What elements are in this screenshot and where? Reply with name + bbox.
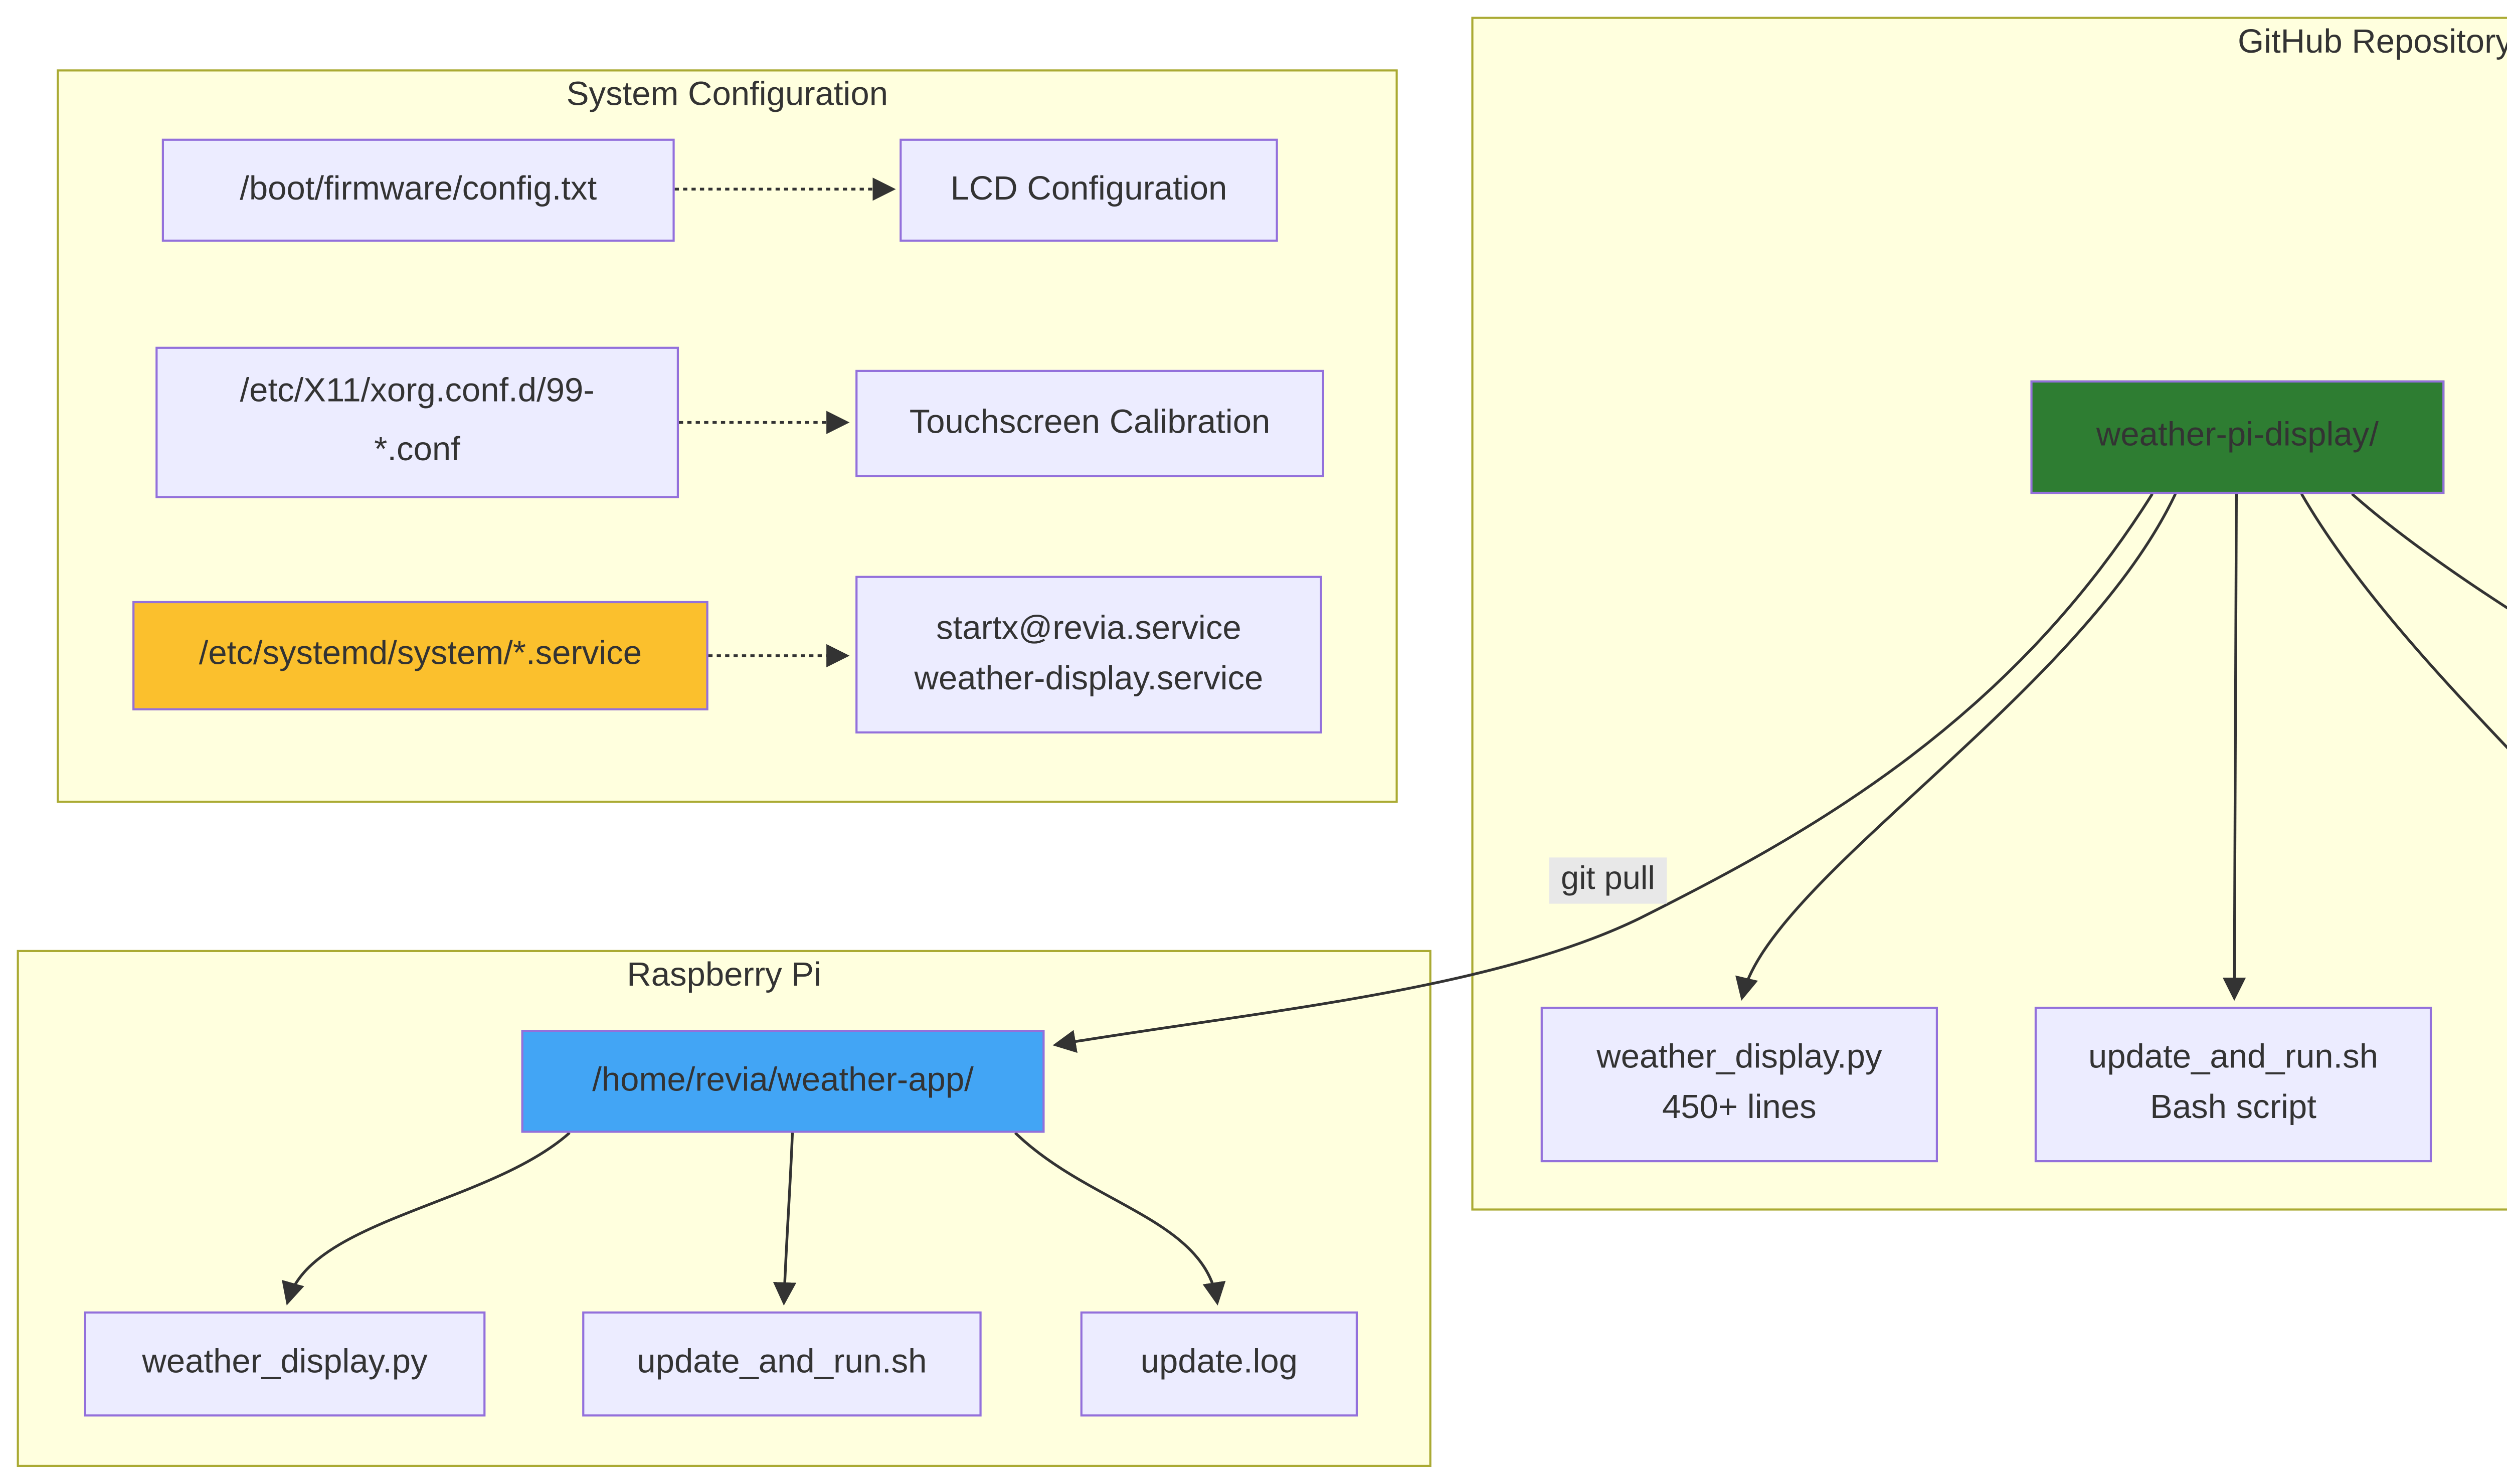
- node-service-units-line1: startx@revia.service: [936, 610, 1241, 647]
- node-service-units-line2: weather-display.service: [914, 661, 1264, 697]
- node-lcd-configuration: LCD Configuration: [900, 138, 1278, 242]
- node-app-weather-display: weather_display.py: [84, 1311, 486, 1417]
- node-xorg-conf-line1: /etc/X11/xorg.conf.d/99-: [240, 374, 595, 410]
- node-service-units: startx@revia.service weather-display.ser…: [855, 576, 1322, 734]
- node-repo-weather-display: weather_display.py 450+ lines: [1540, 1006, 1938, 1163]
- edge-repo-to-weather-display: [1735, 493, 2177, 1001]
- node-xorg-conf-line2: *.conf: [374, 433, 460, 469]
- edge-app-to-weather-display: [282, 1132, 571, 1306]
- node-repo-weather-display-line1: weather_display.py: [1596, 1040, 1882, 1076]
- node-repo-update-and-run: update_and_run.sh Bash script: [2034, 1006, 2432, 1163]
- node-repo-root: weather-pi-display/: [2030, 380, 2445, 494]
- node-systemd-service: /etc/systemd/system/*.service: [132, 601, 708, 710]
- node-xorg-conf: /etc/X11/xorg.conf.d/99- *.conf: [155, 346, 679, 498]
- node-repo-weather-display-line2: 450+ lines: [1662, 1090, 1817, 1127]
- edge-repo-to-readme: [2300, 493, 2507, 750]
- node-app-dir: /home/revia/weather-app/: [521, 1030, 1045, 1133]
- node-boot-firmware-config: /boot/firmware/config.txt: [161, 138, 675, 242]
- node-repo-update-and-run-line1: update_and_run.sh: [2088, 1040, 2379, 1076]
- node-app-update-and-run: update_and_run.sh: [582, 1311, 982, 1417]
- subgraph-title-raspberry-pi: Raspberry Pi: [627, 958, 821, 994]
- subgraph-title-system-configuration: System Configuration: [566, 78, 888, 114]
- edge-repo-to-docs: [2351, 493, 2507, 610]
- edge-repo-to-app-dir-git-pull: [1052, 493, 2154, 1053]
- edge-app-to-update-and-run: [773, 1133, 797, 1306]
- edge-app-to-update-log: [1014, 1132, 1226, 1306]
- node-touchscreen-calibration: Touchscreen Calibration: [855, 369, 1324, 477]
- subgraph-title-github-repository: GitHub Repository: [2237, 25, 2507, 61]
- node-app-update-log: update.log: [1080, 1311, 1358, 1417]
- node-repo-update-and-run-line2: Bash script: [2150, 1090, 2316, 1127]
- edge-label-git-pull: git pull: [1549, 857, 1667, 904]
- edge-repo-to-update-and-run: [2222, 494, 2246, 1001]
